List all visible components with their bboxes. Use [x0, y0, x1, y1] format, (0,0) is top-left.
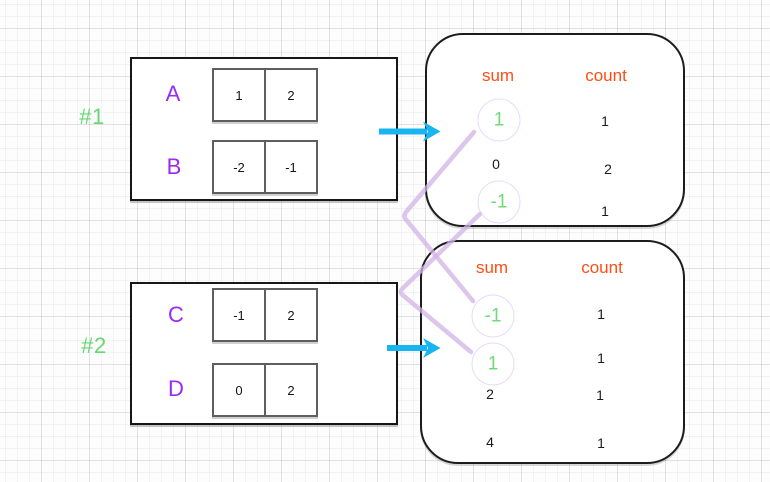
example-2-label: #2	[81, 333, 107, 358]
sum-value: -1	[477, 180, 521, 224]
count-value: 1	[596, 387, 604, 403]
array-d-label: D	[168, 376, 184, 401]
array-b-cells: -2 -1	[212, 140, 318, 194]
example-1-label: #1	[79, 104, 105, 129]
count-column-header: count	[585, 66, 627, 85]
array-a-cell-1: 2	[264, 70, 316, 120]
count-value: 2	[604, 161, 612, 177]
array-b-cell-1: -1	[264, 142, 316, 192]
sum-value: 1	[471, 342, 515, 386]
array-c-cell-0: -1	[233, 307, 245, 323]
array-d-cell-0: 0	[235, 382, 243, 398]
count-value: 1	[601, 113, 609, 129]
sum-value: 1	[477, 98, 521, 142]
count-value: 1	[597, 350, 605, 366]
array-c-cells: -1 2	[212, 288, 318, 342]
array-c-label: C	[168, 302, 184, 327]
example-2-array-box: C -1 2 D 0 2	[130, 282, 398, 425]
example-1-sum-count-table: sum count 1 1 0 2 -1 1	[425, 33, 685, 227]
count-value: 1	[597, 306, 605, 322]
array-a-cells: 1 2	[212, 68, 318, 122]
sum-column-header: sum	[481, 66, 515, 85]
array-d-cells: 0 2	[212, 363, 318, 417]
array-b-cell-0: -2	[233, 159, 245, 175]
array-c-cell-1: 2	[264, 290, 316, 340]
sum-value: 2	[486, 386, 494, 402]
count-column-header: count	[581, 258, 623, 277]
sum-value: 4	[486, 434, 494, 450]
sum-value: 0	[492, 156, 500, 172]
sum-column-header: sum	[475, 258, 509, 277]
count-value: 1	[601, 203, 609, 219]
example-2-sum-count-table: sum count -1 1 1 1 2 1 4 1	[420, 240, 685, 464]
array-b-label: B	[166, 154, 182, 179]
count-value: 1	[597, 435, 605, 451]
array-a-label: A	[165, 81, 181, 106]
sum-value: -1	[471, 294, 515, 338]
array-a-cell-0: 1	[235, 87, 243, 103]
array-d-cell-1: 2	[264, 365, 316, 415]
example-1-array-box: A 1 2 B -2 -1	[130, 57, 398, 201]
